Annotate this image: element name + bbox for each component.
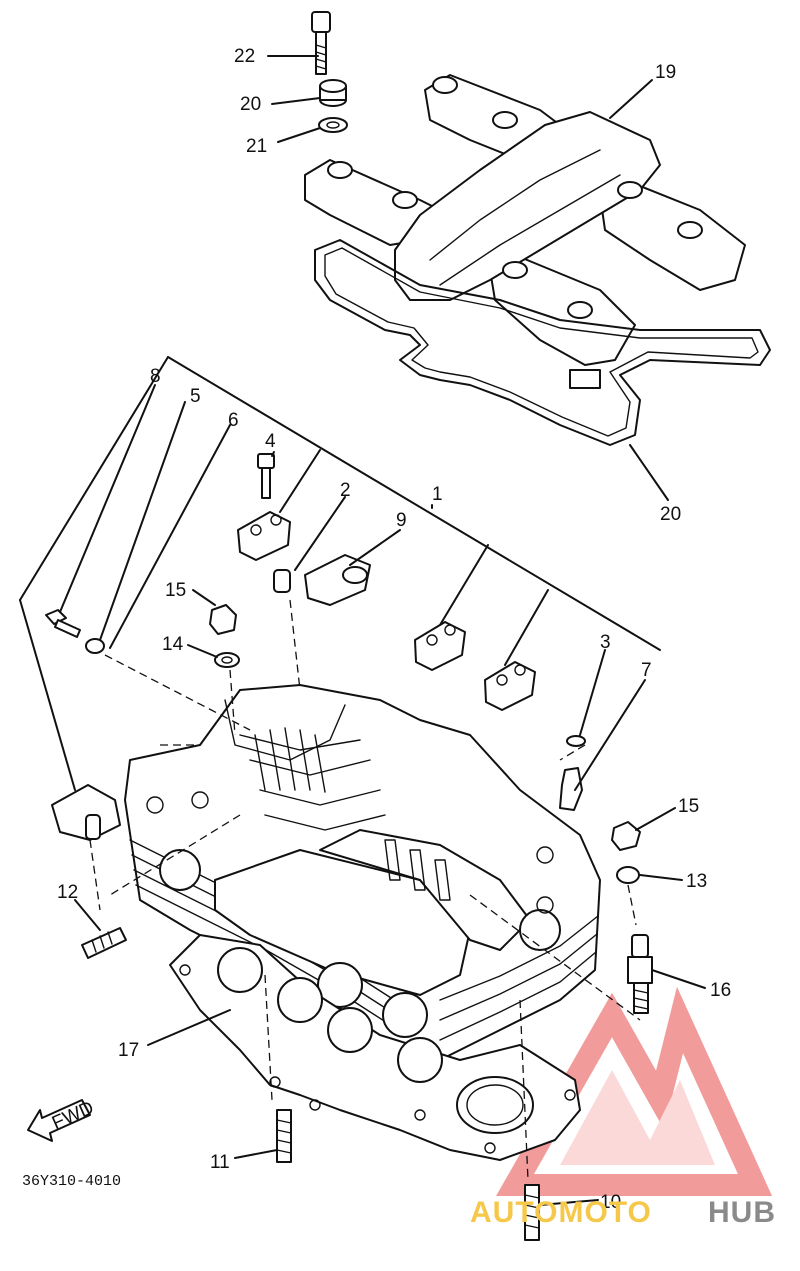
cap-nut-15-upper [209, 604, 237, 635]
watermark-part1: AUTOMOTO [470, 1196, 652, 1229]
drawing-code: 36Y310-4010 [22, 1173, 121, 1190]
callout-11: 11 [210, 1152, 230, 1173]
watermark-text: AUTOMOTO HUB [470, 1196, 776, 1229]
callout-7: 7 [641, 660, 652, 681]
leader-lines [59, 55, 706, 1206]
callout-22: 21 [246, 136, 267, 157]
cap-bracket-upper [237, 511, 291, 561]
callout-19: 20 [660, 504, 681, 525]
valve-cover-gasket [314, 239, 771, 446]
callout-16: 16 [710, 980, 731, 1001]
cylinder-head [124, 684, 601, 1061]
valve-cover [304, 74, 746, 389]
callout-21: 20 [240, 94, 261, 115]
callout-1: 1 [432, 484, 443, 505]
cap-mid-1 [414, 621, 466, 671]
callout-6: 6 [228, 410, 239, 431]
alignment-lines [89, 599, 641, 1181]
callout-12: 12 [57, 882, 78, 903]
stud-11 [276, 1109, 292, 1163]
dowel-2 [273, 569, 291, 593]
head-gasket [169, 934, 581, 1161]
washer-14 [214, 652, 240, 668]
plug-7 [559, 767, 583, 811]
callout-3: 3 [600, 632, 611, 653]
stud-12 [81, 927, 127, 959]
callout-14: 14 [162, 634, 184, 655]
callout-10: 10 [600, 1192, 621, 1213]
bracket-8 [51, 784, 121, 841]
callout-18: 19 [655, 62, 676, 83]
callout-13: 13 [686, 871, 707, 892]
spark-plug-16 [627, 934, 653, 1014]
washer-22 [318, 117, 348, 133]
o-ring-3 [566, 735, 586, 747]
callout-9: 9 [396, 510, 407, 531]
callout-2: 2 [340, 480, 351, 501]
callout-4: 4 [265, 431, 276, 452]
callout-5: 5 [190, 386, 201, 407]
watermark-part2: HUB [708, 1196, 776, 1229]
callout-15-lower: 15 [678, 796, 699, 817]
cap-9 [304, 554, 371, 606]
cap-nut-15-lower [611, 821, 641, 851]
damper-21 [319, 79, 347, 107]
cap-right-1 [484, 661, 536, 711]
fwd-direction-arrow: FWD [27, 1097, 97, 1142]
callout-17: 17 [118, 1040, 139, 1061]
bolt-20 [311, 11, 331, 75]
stud-10 [524, 1184, 540, 1241]
callout-15-upper: 15 [165, 580, 186, 601]
callout-8: 8 [150, 366, 161, 387]
bolt-8 [45, 609, 81, 638]
bolt-4 [257, 453, 275, 499]
callout-20: 22 [234, 46, 255, 67]
callout-labels: 22 20 21 19 20 8 5 6 4 2 1 9 15 14 3 7 1… [57, 46, 731, 1213]
watermark-logo [496, 986, 773, 1196]
group-bracket-lines [19, 356, 661, 791]
washer-13 [616, 866, 640, 884]
washer-6 [85, 638, 105, 654]
